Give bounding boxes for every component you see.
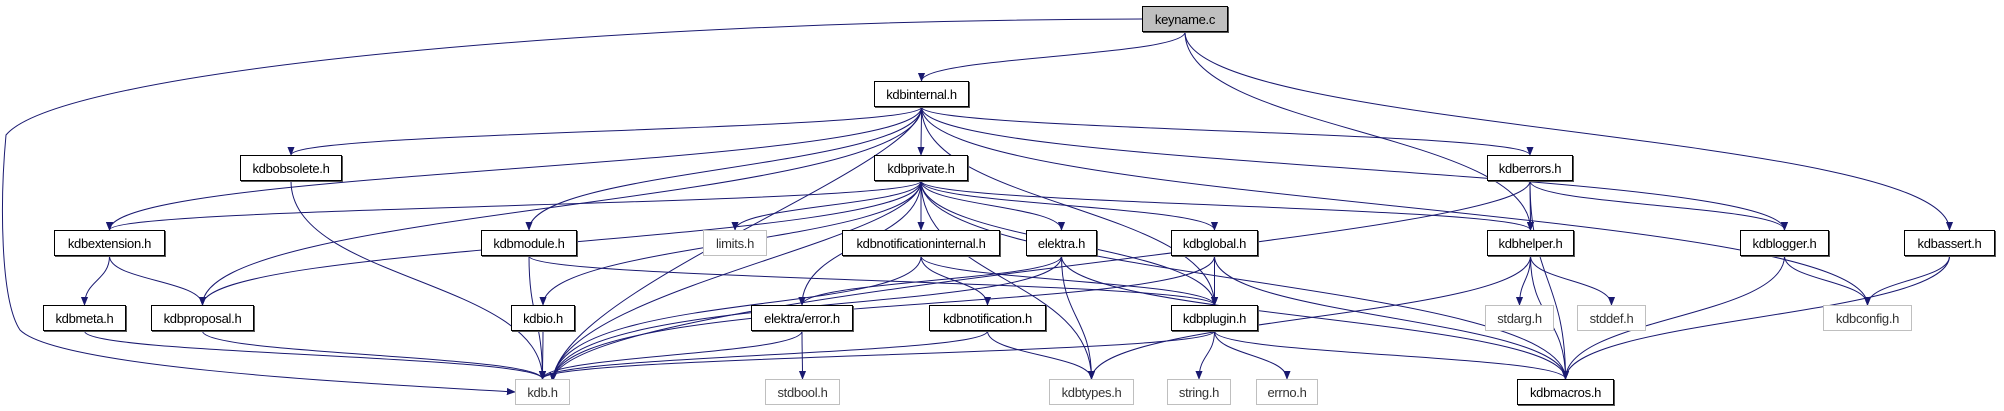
node-kdbinternal-h[interactable]: kdbinternal.h: [874, 81, 969, 107]
edge-kdberrors-h-to-kdbmacros-h: [1529, 180, 1570, 380]
edge-kdberrors-h-to-kdb-h: [549, 180, 1531, 382]
edge-kdbprivate-h-to-kdbglobal-h: [920, 180, 1219, 231]
node-kdb-h: kdb.h: [515, 379, 570, 405]
edge-kdbmodule-h-to-kdbplugin-h: [528, 255, 1218, 306]
edge-kdbinternal-h-to-kdbobsolete-h: [287, 106, 922, 156]
node-kdbmodule-h[interactable]: kdbmodule.h: [481, 230, 577, 256]
edge-kdbhelper-h-to-kdbtypes-h: [1087, 255, 1531, 380]
edge-kdbproposal-h-to-kdb-h: [202, 330, 546, 380]
edge-kdbassert-h-to-kdbconfig-h: [1863, 255, 1950, 306]
node-elektra-h[interactable]: elektra.h: [1026, 230, 1097, 256]
edge-kdbprivate-h-to-kdbtypes-h: [920, 180, 1096, 380]
node-kdbassert-h[interactable]: kdbassert.h: [1904, 230, 1995, 256]
edge-elektra-h-to-kdbtypes-h: [1061, 255, 1096, 380]
node-kdbglobal-h[interactable]: kdbglobal.h: [1171, 230, 1258, 256]
edge-keyname-c-to-kdbinternal-h: [917, 31, 1186, 82]
node-elektra-error-h[interactable]: elektra/error.h: [751, 305, 853, 331]
edge-kdbnotificationinternal-h-to-kdb-h: [549, 255, 922, 382]
edge-kdbinternal-h-to-kdbextension-h: [106, 106, 922, 231]
edge-kdbprivate-h-to-kdbmacros-h: [920, 180, 1570, 380]
node-stdbool-h: stdbool.h: [765, 379, 840, 405]
edge-kdbprivate-h-to-limits-h: [731, 180, 922, 231]
edge-kdbinternal-h-to-kdbprivate-h: [917, 106, 925, 156]
node-kdbproposal-h[interactable]: kdbproposal.h: [151, 305, 254, 331]
node-kdbprivate-h[interactable]: kdbprivate.h: [874, 155, 968, 181]
edge-kdbplugin-h-to-errno-h: [1214, 330, 1291, 380]
node-limits-h: limits.h: [703, 230, 767, 256]
node-kdbmacros-h[interactable]: kdbmacros.h: [1517, 379, 1614, 405]
node-kdbextension-h[interactable]: kdbextension.h: [54, 230, 165, 256]
edge-kdbglobal-h-to-kdb-h: [549, 255, 1215, 382]
edge-kdbnotification-h-to-kdb-h: [539, 330, 988, 380]
edge-elektra-h-to-elektra-error-h: [798, 255, 1062, 306]
edge-kdbprivate-h-to-kdbextension-h: [106, 180, 922, 231]
edge-kdbprivate-h-to-elektra-h: [920, 180, 1066, 231]
edge-kdbplugin-h-to-kdbmacros-h: [1214, 330, 1569, 380]
edge-keyname-c-to-kdbassert-h: [1184, 31, 1954, 231]
node-errno-h: errno.h: [1256, 379, 1318, 405]
edge-kdbhelper-h-to-stdarg-h: [1515, 255, 1531, 306]
node-kdbmeta-h[interactable]: kdbmeta.h: [43, 305, 126, 331]
edge-kdbextension-h-to-kdbmeta-h: [80, 255, 110, 306]
edge-kdbmeta-h-to-kdb-h: [84, 330, 546, 380]
node-kdbplugin-h[interactable]: kdbplugin.h: [1171, 305, 1258, 331]
node-kdbhelper-h[interactable]: kdbhelper.h: [1487, 230, 1574, 256]
node-kdbnotification-h[interactable]: kdbnotification.h: [929, 305, 1046, 331]
edge-kdbinternal-h-to-kdbproposal-h: [198, 106, 922, 306]
node-kdbobsolete-h[interactable]: kdbobsolete.h: [240, 155, 342, 181]
node-kdbio-h[interactable]: kdbio.h: [511, 305, 575, 331]
edge-kdbprivate-h-to-kdbhelper-h: [920, 180, 1534, 231]
edge-kdbinternal-h-to-kdbmodule-h: [525, 106, 922, 231]
node-kdberrors-h[interactable]: kdberrors.h: [1487, 155, 1573, 181]
edge-kdbnotificationinternal-h-to-kdbplugin-h: [920, 255, 1219, 306]
edge-kdbio-h-to-kdb-h: [538, 330, 547, 380]
edge-kdbassert-h-to-kdbmacros-h: [1561, 255, 1950, 380]
node-kdbtypes-h: kdbtypes.h: [1049, 379, 1134, 405]
edge-kdbextension-h-to-kdbproposal-h: [109, 255, 207, 306]
edge-elektra-error-h-to-stdbool-h: [798, 330, 807, 380]
edge-kdblogger-h-to-kdbconfig-h: [1784, 255, 1872, 306]
edge-kdblogger-h-to-kdbmacros-h: [1561, 255, 1785, 380]
edge-kdbinternal-h-to-kdberrors-h: [921, 106, 1534, 156]
edge-keyname-c-to-kdb-h: [2, 18, 1143, 396]
edge-kdbobsolete-h-to-kdb-h: [290, 180, 547, 380]
edge-kdbhelper-h-to-stddef-h: [1530, 255, 1616, 306]
node-string-h: string.h: [1167, 379, 1231, 405]
edge-keyname-c-to-kdbhelper-h: [1184, 31, 1535, 231]
edge-kdbplugin-h-to-string-h: [1195, 330, 1215, 380]
node-kdbnotificationinternal-h[interactable]: kdbnotificationinternal.h: [842, 230, 1000, 256]
edge-kdberrors-h-to-kdblogger-h: [1529, 180, 1789, 231]
node-stdarg-h: stdarg.h: [1485, 305, 1554, 331]
edge-kdbinternal-h-to-kdbconfig-h: [921, 106, 1872, 306]
node-stddef-h: stddef.h: [1577, 305, 1646, 331]
node-keyname-c[interactable]: keyname.c: [1142, 6, 1228, 32]
node-kdblogger-h[interactable]: kdblogger.h: [1740, 230, 1829, 256]
edge-kdbglobal-h-to-kdbmacros-h: [1214, 255, 1570, 380]
node-kdbconfig-h: kdbconfig.h: [1823, 305, 1912, 331]
edge-kdbplugin-h-to-kdb-h: [539, 330, 1215, 380]
edge-kdbnotificationinternal-h-to-kdbnotification-h: [920, 255, 992, 306]
edge-kdbprivate-h-to-kdb-h: [549, 180, 922, 382]
edge-kdbnotification-h-to-kdbtypes-h: [987, 330, 1096, 380]
edge-kdbinternal-h-to-kdblogger-h: [921, 106, 1788, 231]
edge-elektra-error-h-to-kdb-h: [538, 330, 803, 380]
